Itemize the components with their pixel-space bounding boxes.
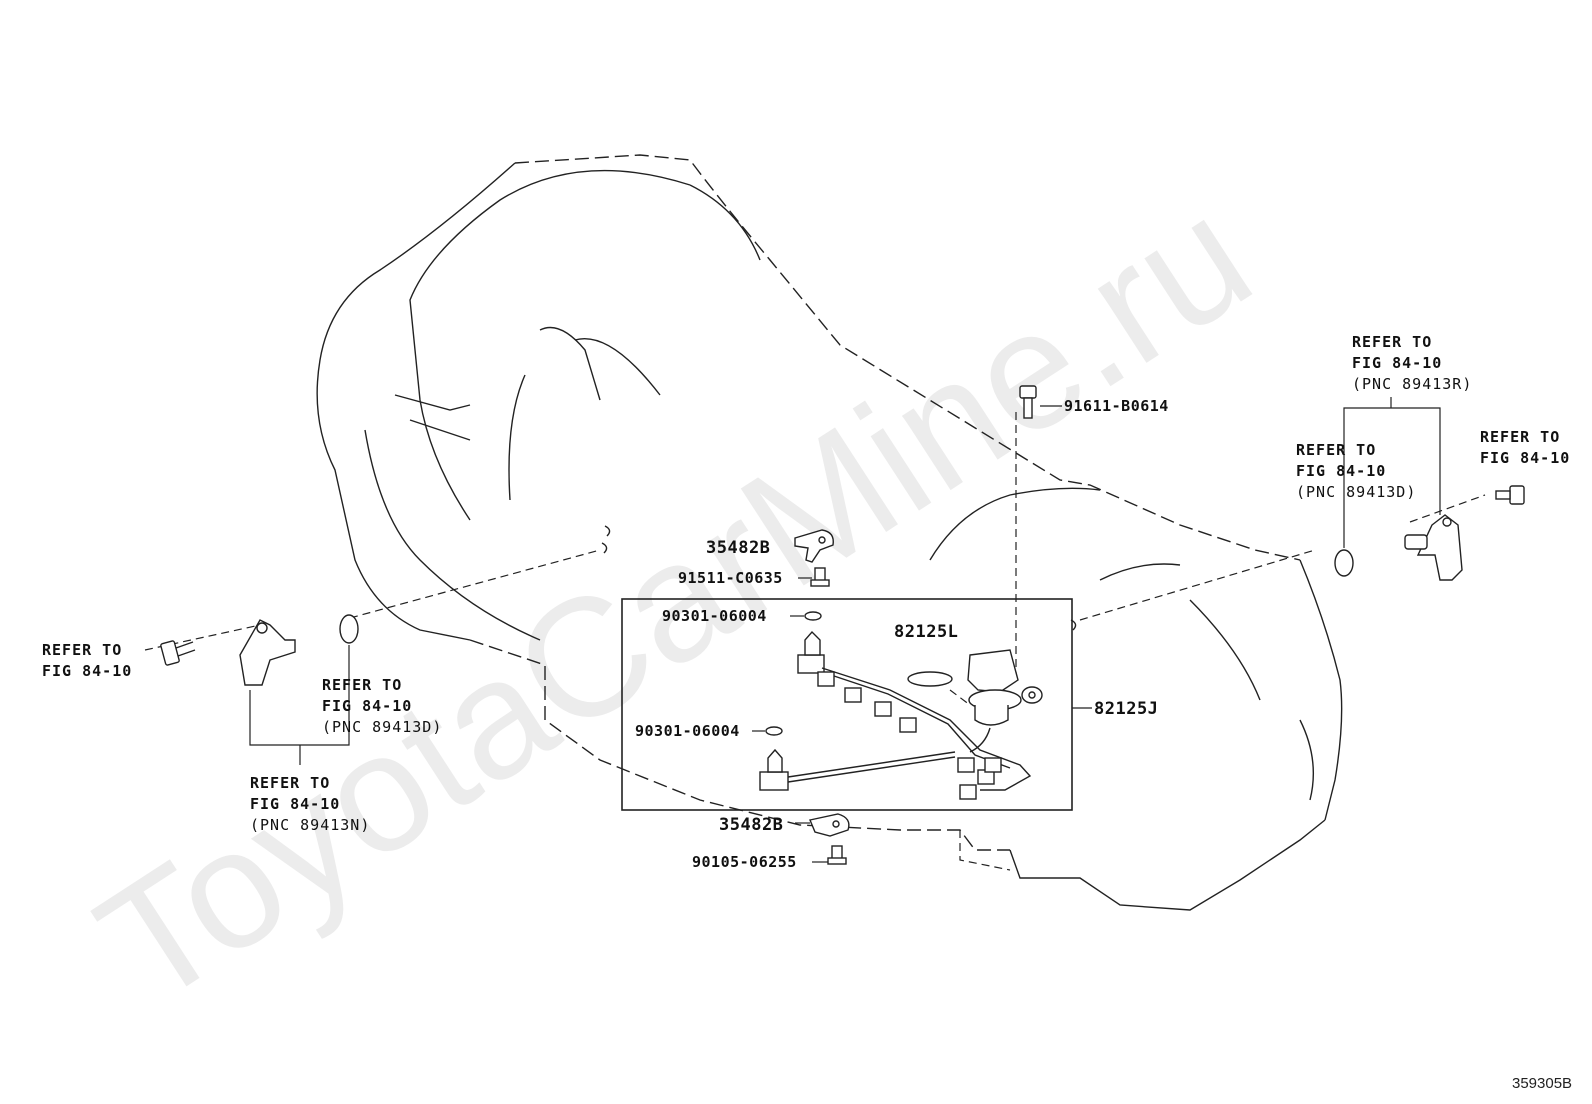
clamp-35482b-top[interactable] bbox=[794, 529, 834, 563]
label-90301-06004-top: 90301-06004 bbox=[662, 607, 767, 625]
label-91511-c0635: 91511-C0635 bbox=[678, 569, 783, 587]
label-90105-06255: 90105-06255 bbox=[692, 853, 797, 871]
wire-harness-box bbox=[621, 598, 1073, 811]
bolt-91511-c0635[interactable] bbox=[810, 567, 830, 587]
refer-left-oring-line3: (PNC 89413D) bbox=[322, 718, 442, 736]
wire-harness-82125j[interactable] bbox=[752, 611, 1043, 800]
right-refer-bracket bbox=[1343, 397, 1441, 548]
label-91611-b0614: 91611-B0614 bbox=[1064, 397, 1169, 415]
refer-right-bolt-line1: REFER TO bbox=[1480, 428, 1560, 446]
refer-right-top-line3: (PNC 89413R) bbox=[1352, 375, 1472, 393]
label-35482b-bottom: 35482B bbox=[719, 815, 783, 835]
label-82125l: 82125L bbox=[894, 622, 958, 642]
right-bolt-leader bbox=[1409, 494, 1486, 523]
right-speed-sensor[interactable] bbox=[1404, 514, 1463, 581]
axis-line-right bbox=[1079, 549, 1316, 621]
right-bolt[interactable] bbox=[1495, 485, 1525, 505]
refer-left-oring-line2: FIG 84-10 bbox=[322, 697, 412, 715]
refer-left-sensor-line2: FIG 84-10 bbox=[250, 795, 340, 813]
refer-right-bolt-line2: FIG 84-10 bbox=[1480, 449, 1570, 467]
left-speed-sensor[interactable] bbox=[239, 619, 296, 686]
bolt-90105-06255[interactable] bbox=[827, 845, 847, 865]
refer-left-sensor-line3: (PNC 89413N) bbox=[250, 816, 370, 834]
right-o-ring[interactable] bbox=[1334, 549, 1354, 577]
bolt-91611-b0614[interactable] bbox=[1019, 385, 1037, 419]
refer-left-oring-line1: REFER TO bbox=[322, 676, 402, 694]
refer-right-oring-line2: FIG 84-10 bbox=[1296, 462, 1386, 480]
refer-right-top-line2: FIG 84-10 bbox=[1352, 354, 1442, 372]
label-82125j: 82125J bbox=[1094, 699, 1158, 719]
transmission-housing bbox=[316, 154, 1343, 911]
label-90301-06004-bottom: 90301-06004 bbox=[635, 722, 740, 740]
left-bolt[interactable] bbox=[160, 640, 196, 666]
clamp-35482b-bottom[interactable] bbox=[809, 813, 850, 837]
refer-left-bolt-line2: FIG 84-10 bbox=[42, 662, 132, 680]
watermark: ToyotaCarMine.ru bbox=[67, 160, 1281, 1040]
axis-line-left bbox=[349, 549, 601, 619]
figure-code: 359305B bbox=[1512, 1075, 1572, 1092]
refer-left-sensor-line1: REFER TO bbox=[250, 774, 330, 792]
left-o-ring[interactable] bbox=[339, 614, 359, 644]
label-35482b-top: 35482B bbox=[706, 538, 770, 558]
refer-right-top-line1: REFER TO bbox=[1352, 333, 1432, 351]
refer-left-bolt-line1: REFER TO bbox=[42, 641, 122, 659]
refer-right-oring-line1: REFER TO bbox=[1296, 441, 1376, 459]
refer-right-oring-line3: (PNC 89413D) bbox=[1296, 483, 1416, 501]
